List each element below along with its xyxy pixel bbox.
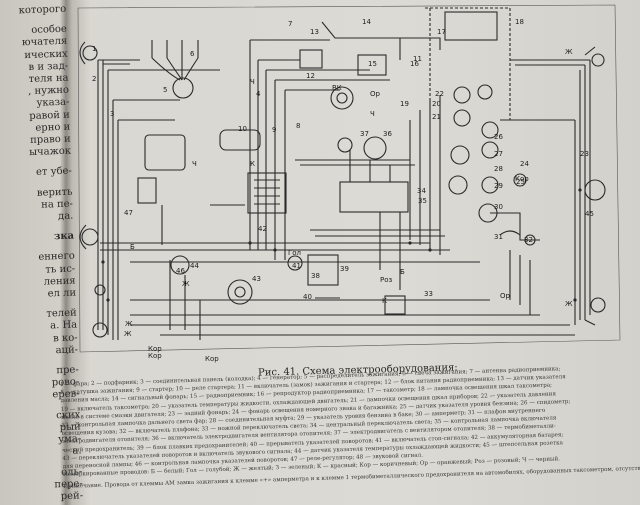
component-number-label: 9 [272,126,277,134]
component-number-label: 6 [190,50,195,58]
component-number-label: 13 [310,28,319,36]
component-number-label: 45 [585,210,594,218]
component-number-label: 2 [92,75,97,83]
headlight-icon [79,41,87,250]
wire-color-label: ВК [332,84,342,92]
wire-color-label: Кор [515,175,529,183]
wiring-diagram-lines [77,4,621,353]
component-number-label: 35 [418,197,427,205]
wire-color-label: Роз [380,276,393,284]
wire-color-label: К [250,160,255,168]
component-number-label: 14 [362,18,371,26]
left-page-line: рей- [60,490,84,503]
wire-color-label: Ч [192,160,197,168]
component-number-label: 28 [494,165,503,173]
wire-color-label: К [382,297,387,305]
component-number-label: 30 [494,203,503,211]
component-number-label: 18 [515,18,524,26]
component-number-label: 10 [238,125,247,133]
component-number-label: 29 [494,182,503,190]
component-number-label: 24 [520,160,529,168]
component-number-label: 44 [190,262,199,270]
component-number-label: 19 [400,100,409,108]
component-number-label: 3 [110,110,115,118]
component-number-label: 31 [494,233,503,241]
component-number-label: 15 [368,60,377,68]
component-number-label: 17 [437,28,446,36]
wire-color-label: Гол [288,249,302,257]
component-number-label: 37 [360,130,369,138]
component-number-label: 11 [413,55,422,63]
component-number-label: 26 [494,133,503,141]
component-number-label: 41 [292,262,301,270]
component-number-label: 25 [516,178,525,186]
left-page-line: ет убе- [35,166,73,179]
wire-color-label: Ж [124,330,132,338]
wire-color-label: Б [400,268,405,276]
wire-color-label: Ор [370,90,380,98]
component-number-label: 34 [417,187,426,195]
wire-color-label: Кор [205,355,219,363]
wire-color-label: Ж [125,320,133,328]
component-number-label: 47 [124,209,133,217]
wire-color-label: Ж [565,48,573,56]
component-number-label: 33 [424,290,433,298]
component-number-label: 38 [311,272,320,280]
component-number-label: 40 [303,293,312,301]
component-number-label: 20 [432,100,441,108]
wire-color-label: Кор [148,352,162,360]
component-number-label: 43 [252,275,261,283]
component-number-label: 36 [383,130,392,138]
component-number-label: 22 [435,90,444,98]
left-page-line: которого [18,3,67,17]
component-number-label: 4 [256,90,261,98]
component-number-label: 8 [296,122,301,130]
wire-color-label: Кор [148,345,162,353]
component-number-label: 46 [176,267,185,275]
figure-legend: 1 — фара; 2 — подфарник; 3 — соединитель… [60,363,640,492]
component-number-label: 32 [524,236,533,244]
component-number-label: 42 [258,225,267,233]
component-number-label: 1 [92,45,97,53]
component-number-label: 27 [494,150,503,158]
component-number-label: 39 [340,265,349,273]
wire-color-label: Б [130,243,135,251]
wire-color-label: Ч [250,78,255,86]
component-number-label: 21 [432,113,441,121]
component-number-label: 12 [306,72,315,80]
wire-color-label: Ж [565,300,573,308]
component-number-label: 23 [580,150,589,158]
wire-color-label: Ор [500,292,510,300]
wire-color-label: Ч [370,110,375,118]
component-number-label: 7 [288,20,293,28]
component-number-label: 5 [163,86,168,94]
wire-color-label: Ж [182,280,190,288]
component-number-label: 16 [410,60,419,68]
